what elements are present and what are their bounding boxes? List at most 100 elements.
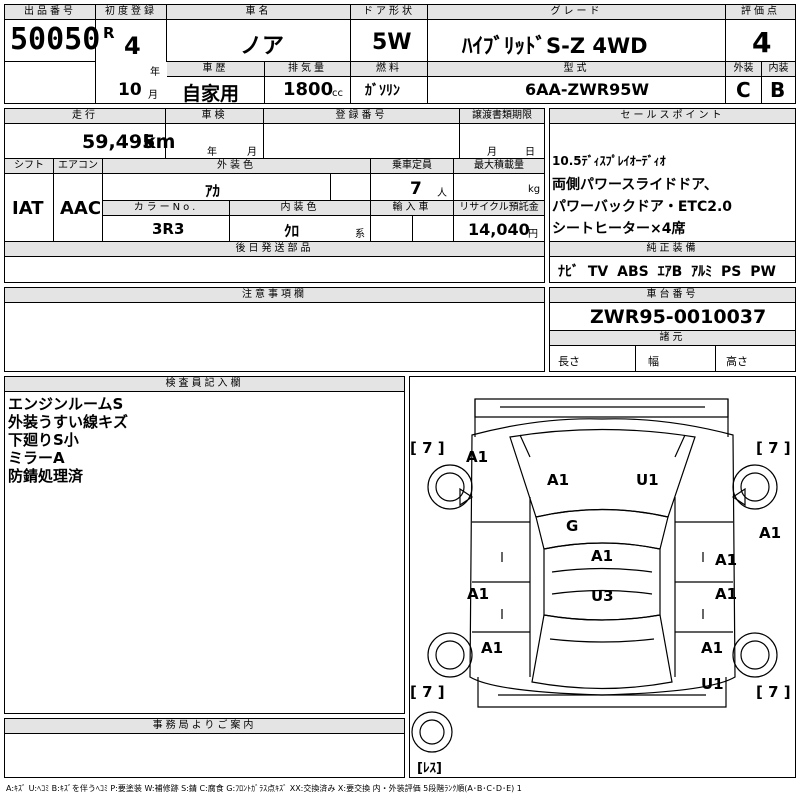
color-no-label: カラーNo. xyxy=(103,201,229,216)
grade-label: グレード xyxy=(428,5,725,20)
recycle-unit: 円 xyxy=(528,229,538,240)
damage-right-fender: A1 xyxy=(759,524,782,542)
inspector-line: 防錆処理済 xyxy=(8,467,84,485)
score-label: 評価点 xyxy=(726,5,795,20)
capacity: 7 xyxy=(410,179,422,199)
score: 4 xyxy=(752,26,772,59)
tire-front-left: [ 7 ] xyxy=(410,439,445,457)
tire-rear-left: [ 7 ] xyxy=(410,683,445,701)
sales-point-line: パワーバックドア・ETC2.0 xyxy=(552,199,733,215)
equipment-label: 純正装備 xyxy=(550,242,795,257)
inspection-label: 車検 xyxy=(166,109,263,124)
notes-section xyxy=(4,287,545,372)
transfer-month-unit: 月 xyxy=(487,147,497,158)
capacity-unit: 人 xyxy=(437,188,447,199)
damage-windshield: G xyxy=(566,517,579,535)
damage-left-mirror: A1 xyxy=(466,448,489,466)
damage-right-quarter: A1 xyxy=(701,639,724,657)
equipment-item: PW xyxy=(750,264,776,280)
legend: A:ｷｽﾞ U:ﾍｺﾐ B:ｷｽﾞを伴うﾍｺﾐ P:要塗装 W:補修跡 S:錆 … xyxy=(6,784,522,793)
reg-no-label: 登録番号 xyxy=(264,109,459,124)
model-label: 型式 xyxy=(428,62,725,77)
car-name: ノア xyxy=(240,34,285,59)
notes-label: 注意事項欄 xyxy=(5,288,544,303)
reg-year-unit: 年 xyxy=(150,67,160,78)
lot-number: 50050 xyxy=(10,22,101,57)
office-section xyxy=(4,718,405,778)
ac-label: エアコン xyxy=(54,159,102,174)
inspector-label: 検査員記入欄 xyxy=(5,377,404,392)
recycle-amount: 14,040 xyxy=(468,220,530,239)
interior-color-label: 内装色 xyxy=(230,201,370,216)
max-load-label: 最大積載量 xyxy=(454,159,544,174)
transfer-day-unit: 日 xyxy=(525,147,535,158)
car-outline xyxy=(411,398,778,753)
inspector-section xyxy=(4,376,405,714)
history: 自家用 xyxy=(182,83,240,105)
exterior-color-label: 外装色 xyxy=(103,159,370,174)
length-label: 長さ xyxy=(558,355,580,368)
equipment-item: ABS xyxy=(617,264,649,280)
displacement-unit: cc xyxy=(332,88,343,99)
sales-point-line: 両側パワースライドドア、 xyxy=(552,177,718,193)
int-grade: B xyxy=(770,78,786,102)
damage-left-quarter: A1 xyxy=(481,639,504,657)
equipment-item: ﾅﾋﾞ xyxy=(558,264,579,280)
damage-hood-left: A1 xyxy=(547,471,570,489)
chassis-label: 車台番号 xyxy=(550,288,795,303)
tire-front-right: [ 7 ] xyxy=(756,439,791,457)
color-no: 3R3 xyxy=(152,220,185,238)
max-load-unit: kg xyxy=(528,184,541,195)
mileage-unit: km xyxy=(143,131,176,153)
width-label: 幅 xyxy=(648,355,659,368)
transfer-label: 譲渡書類期限 xyxy=(460,109,544,124)
inspector-line: ミラーA xyxy=(8,449,65,467)
mileage-label: 走行 xyxy=(5,109,165,124)
int-grade-label: 内装 xyxy=(762,62,795,77)
chassis-number: ZWR95-0010037 xyxy=(590,306,767,328)
reg-year: 4 xyxy=(124,32,141,60)
grade: ﾊｲﾌﾞﾘｯﾄﾞS-Z 4WD xyxy=(462,34,648,58)
chassis-section xyxy=(549,287,796,372)
ac: AAC xyxy=(60,198,102,219)
inspector-line: 外装うすい線キズ xyxy=(8,413,129,431)
era-label: R xyxy=(103,24,115,42)
spare-tire: [ﾚｽ] xyxy=(417,761,442,776)
shift: IAT xyxy=(12,198,44,219)
import-label: 輸入車 xyxy=(371,201,453,216)
later-parts-label: 後日発送部品 xyxy=(5,242,544,257)
equipment-item: PS xyxy=(721,264,742,280)
tire-rear-right: [ 7 ] xyxy=(756,683,791,701)
exterior-color: ｱｶ xyxy=(205,182,221,200)
equipment-item: TV xyxy=(587,264,609,280)
inspector-line: 下廻りS小 xyxy=(8,431,79,449)
ext-grade-label: 外装 xyxy=(726,62,761,77)
lot-label: 出品番号 xyxy=(5,5,95,20)
details-section xyxy=(4,108,545,283)
specs-label: 諸元 xyxy=(550,331,795,346)
history-label: 車歴 xyxy=(167,62,264,77)
equipment-item: ｴｱB xyxy=(657,264,683,280)
car-diagram xyxy=(409,376,796,778)
sales-point-line: シートヒーター×4席 xyxy=(552,221,686,237)
car-name-label: 車名 xyxy=(167,5,350,20)
damage-left-rear-door: A1 xyxy=(467,585,490,603)
interior-color-unit: 系 xyxy=(355,229,365,240)
equipment-list: ﾅﾋﾞ TV ABS ｴｱB ｱﾙﾐ PS PW xyxy=(558,261,776,281)
fuel: ｶﾞｿﾘﾝ xyxy=(365,83,400,99)
sales-point-line: 10.5ﾃﾞｨｽﾌﾟﾚｲｵｰﾃﾞｨｵ xyxy=(552,154,666,168)
inspector-line: エンジンルームS xyxy=(8,395,124,413)
equipment-item: ｱﾙﾐ xyxy=(691,264,713,280)
fuel-label: 燃料 xyxy=(351,62,427,77)
damage-right-rear-door: A1 xyxy=(715,585,738,603)
displacement-label: 排気量 xyxy=(265,62,350,77)
damage-roof-front: A1 xyxy=(591,547,614,565)
shift-label: シフト xyxy=(5,159,53,174)
damage-hood-right: U1 xyxy=(636,471,659,489)
capacity-label: 乗車定員 xyxy=(371,159,453,174)
door-label: ドア形状 xyxy=(351,5,427,20)
insp-month-unit: 月 xyxy=(247,147,257,158)
sales-points-label: セールスポイント xyxy=(550,109,795,124)
damage-roof-rear: U3 xyxy=(591,587,614,605)
first-reg-label: 初度登録 xyxy=(96,5,166,20)
